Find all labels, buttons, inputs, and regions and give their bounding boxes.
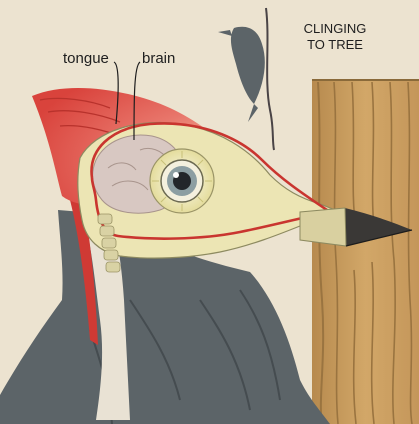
brain-label: brain [142, 50, 175, 67]
clinging-caption: CLINGING TO TREE [276, 21, 394, 53]
clinging-caption-line2: TO TREE [276, 37, 394, 53]
eye [150, 149, 214, 213]
tree-trunk [312, 80, 419, 424]
tongue-label: tongue [63, 50, 109, 67]
clinging-caption-line1: CLINGING [276, 21, 394, 37]
